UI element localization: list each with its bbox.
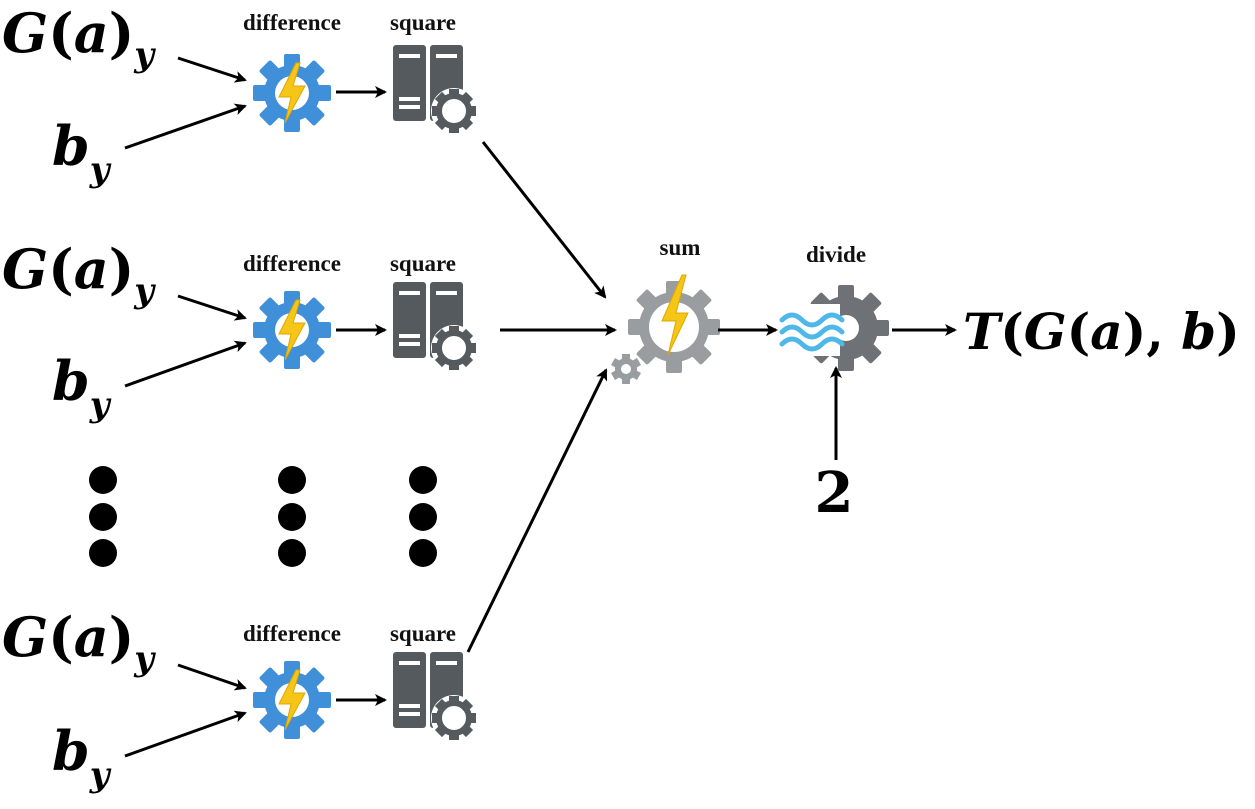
b-label: b bbox=[52, 349, 90, 413]
arrow-g-to-difference bbox=[177, 663, 247, 691]
g-label: G bbox=[2, 237, 48, 301]
square-label: square bbox=[390, 621, 456, 646]
difference-label: difference bbox=[243, 10, 341, 35]
svg-text:by: by bbox=[52, 719, 112, 795]
arrow-g-to-difference bbox=[177, 56, 247, 83]
server-gear-icon bbox=[393, 652, 477, 741]
lightning-gear-icon bbox=[252, 660, 332, 740]
square-label: square bbox=[390, 251, 456, 276]
g-label: G bbox=[2, 1, 48, 65]
vertical-ellipsis-icon bbox=[278, 466, 306, 567]
sum-lightning-gear-icon bbox=[611, 274, 720, 384]
sum-label: sum bbox=[660, 235, 701, 260]
svg-text:G(a)y: G(a)y bbox=[2, 237, 156, 311]
input-group-3: G(a)y by bbox=[2, 605, 156, 795]
arrow-square-to-sum bbox=[466, 368, 608, 653]
svg-text:by: by bbox=[52, 114, 112, 190]
arrow-b-to-difference bbox=[124, 340, 247, 388]
svg-text:by: by bbox=[52, 349, 112, 425]
divide-label: divide bbox=[806, 242, 866, 267]
server-gear-icon bbox=[393, 45, 477, 134]
square-label: square bbox=[390, 10, 456, 35]
g-label: G bbox=[2, 605, 48, 669]
difference-label: difference bbox=[243, 251, 341, 276]
arrow-g-to-difference bbox=[177, 294, 247, 321]
vertical-ellipsis-icon bbox=[89, 466, 117, 567]
divisor-label: 2 bbox=[815, 460, 854, 526]
wave-gear-icon bbox=[778, 285, 889, 371]
lightning-gear-icon bbox=[252, 290, 332, 370]
input-group-2: G(a)y by bbox=[2, 237, 156, 425]
difference-label: difference bbox=[243, 621, 341, 646]
lightning-gear-icon bbox=[252, 53, 332, 133]
b-label: b bbox=[52, 719, 90, 783]
arrow-b-to-difference bbox=[124, 710, 247, 758]
arrow-square-to-sum bbox=[481, 141, 607, 299]
vertical-ellipsis-icon bbox=[409, 466, 437, 567]
output-label: T(G(a), b) bbox=[963, 302, 1240, 361]
svg-text:G(a)y: G(a)y bbox=[2, 605, 156, 679]
svg-text:G(a)y: G(a)y bbox=[2, 1, 156, 75]
server-gear-icon bbox=[393, 282, 477, 371]
arrow-b-to-difference bbox=[124, 103, 247, 150]
connector-arrows bbox=[124, 56, 957, 758]
b-label: b bbox=[52, 114, 90, 178]
input-group-1: G(a)y by bbox=[2, 1, 156, 190]
